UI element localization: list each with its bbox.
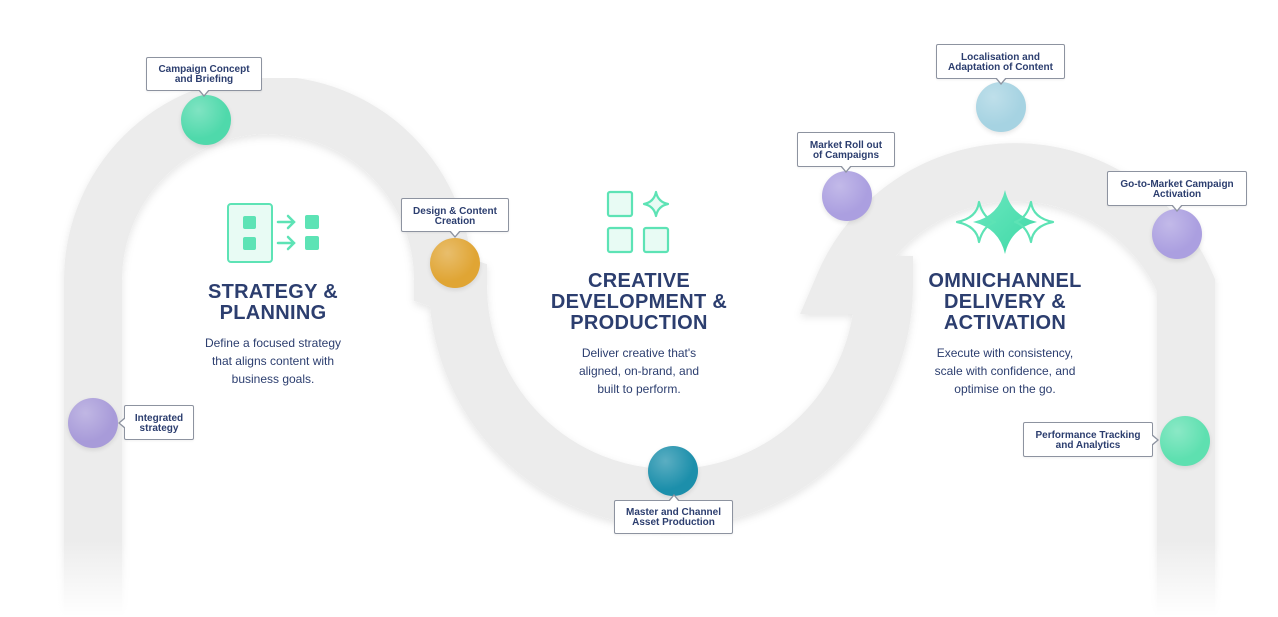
section-description: Deliver creative that's aligned, on-bran… xyxy=(578,346,700,396)
grid-sparkle-icon xyxy=(606,190,670,254)
section-creative: CREATIVE DEVELOPMENT & PRODUCTION Delive… xyxy=(539,271,739,398)
milestone-node-performance[interactable] xyxy=(1160,416,1210,466)
section-title: STRATEGY & PLANNING xyxy=(207,281,339,324)
section-strategy: STRATEGY & PLANNING Define a focused str… xyxy=(178,282,368,388)
section-title: CREATIVE DEVELOPMENT & PRODUCTION xyxy=(550,270,728,334)
milestone-node-master[interactable] xyxy=(648,446,698,496)
milestone-node-rollout[interactable] xyxy=(822,171,872,221)
sparkles-icon xyxy=(955,190,1055,254)
milestone-node-campaign[interactable] xyxy=(181,95,231,145)
milestone-node-design[interactable] xyxy=(430,238,480,288)
board-arrows-icon xyxy=(227,203,319,263)
section-description: Execute with consistency, scale with con… xyxy=(934,346,1076,396)
section-omnichannel: OMNICHANNEL DELIVERY & ACTIVATION Execut… xyxy=(905,271,1105,398)
section-title: OMNICHANNEL DELIVERY & ACTIVATION xyxy=(928,270,1082,334)
section-description: Define a focused strategy that aligns co… xyxy=(204,336,342,386)
milestone-node-gtm[interactable] xyxy=(1152,209,1202,259)
milestone-node-localisation[interactable] xyxy=(976,82,1026,132)
bottom-fade xyxy=(0,540,1278,617)
milestone-node-integrated[interactable] xyxy=(68,398,118,448)
track-path xyxy=(64,76,1215,617)
